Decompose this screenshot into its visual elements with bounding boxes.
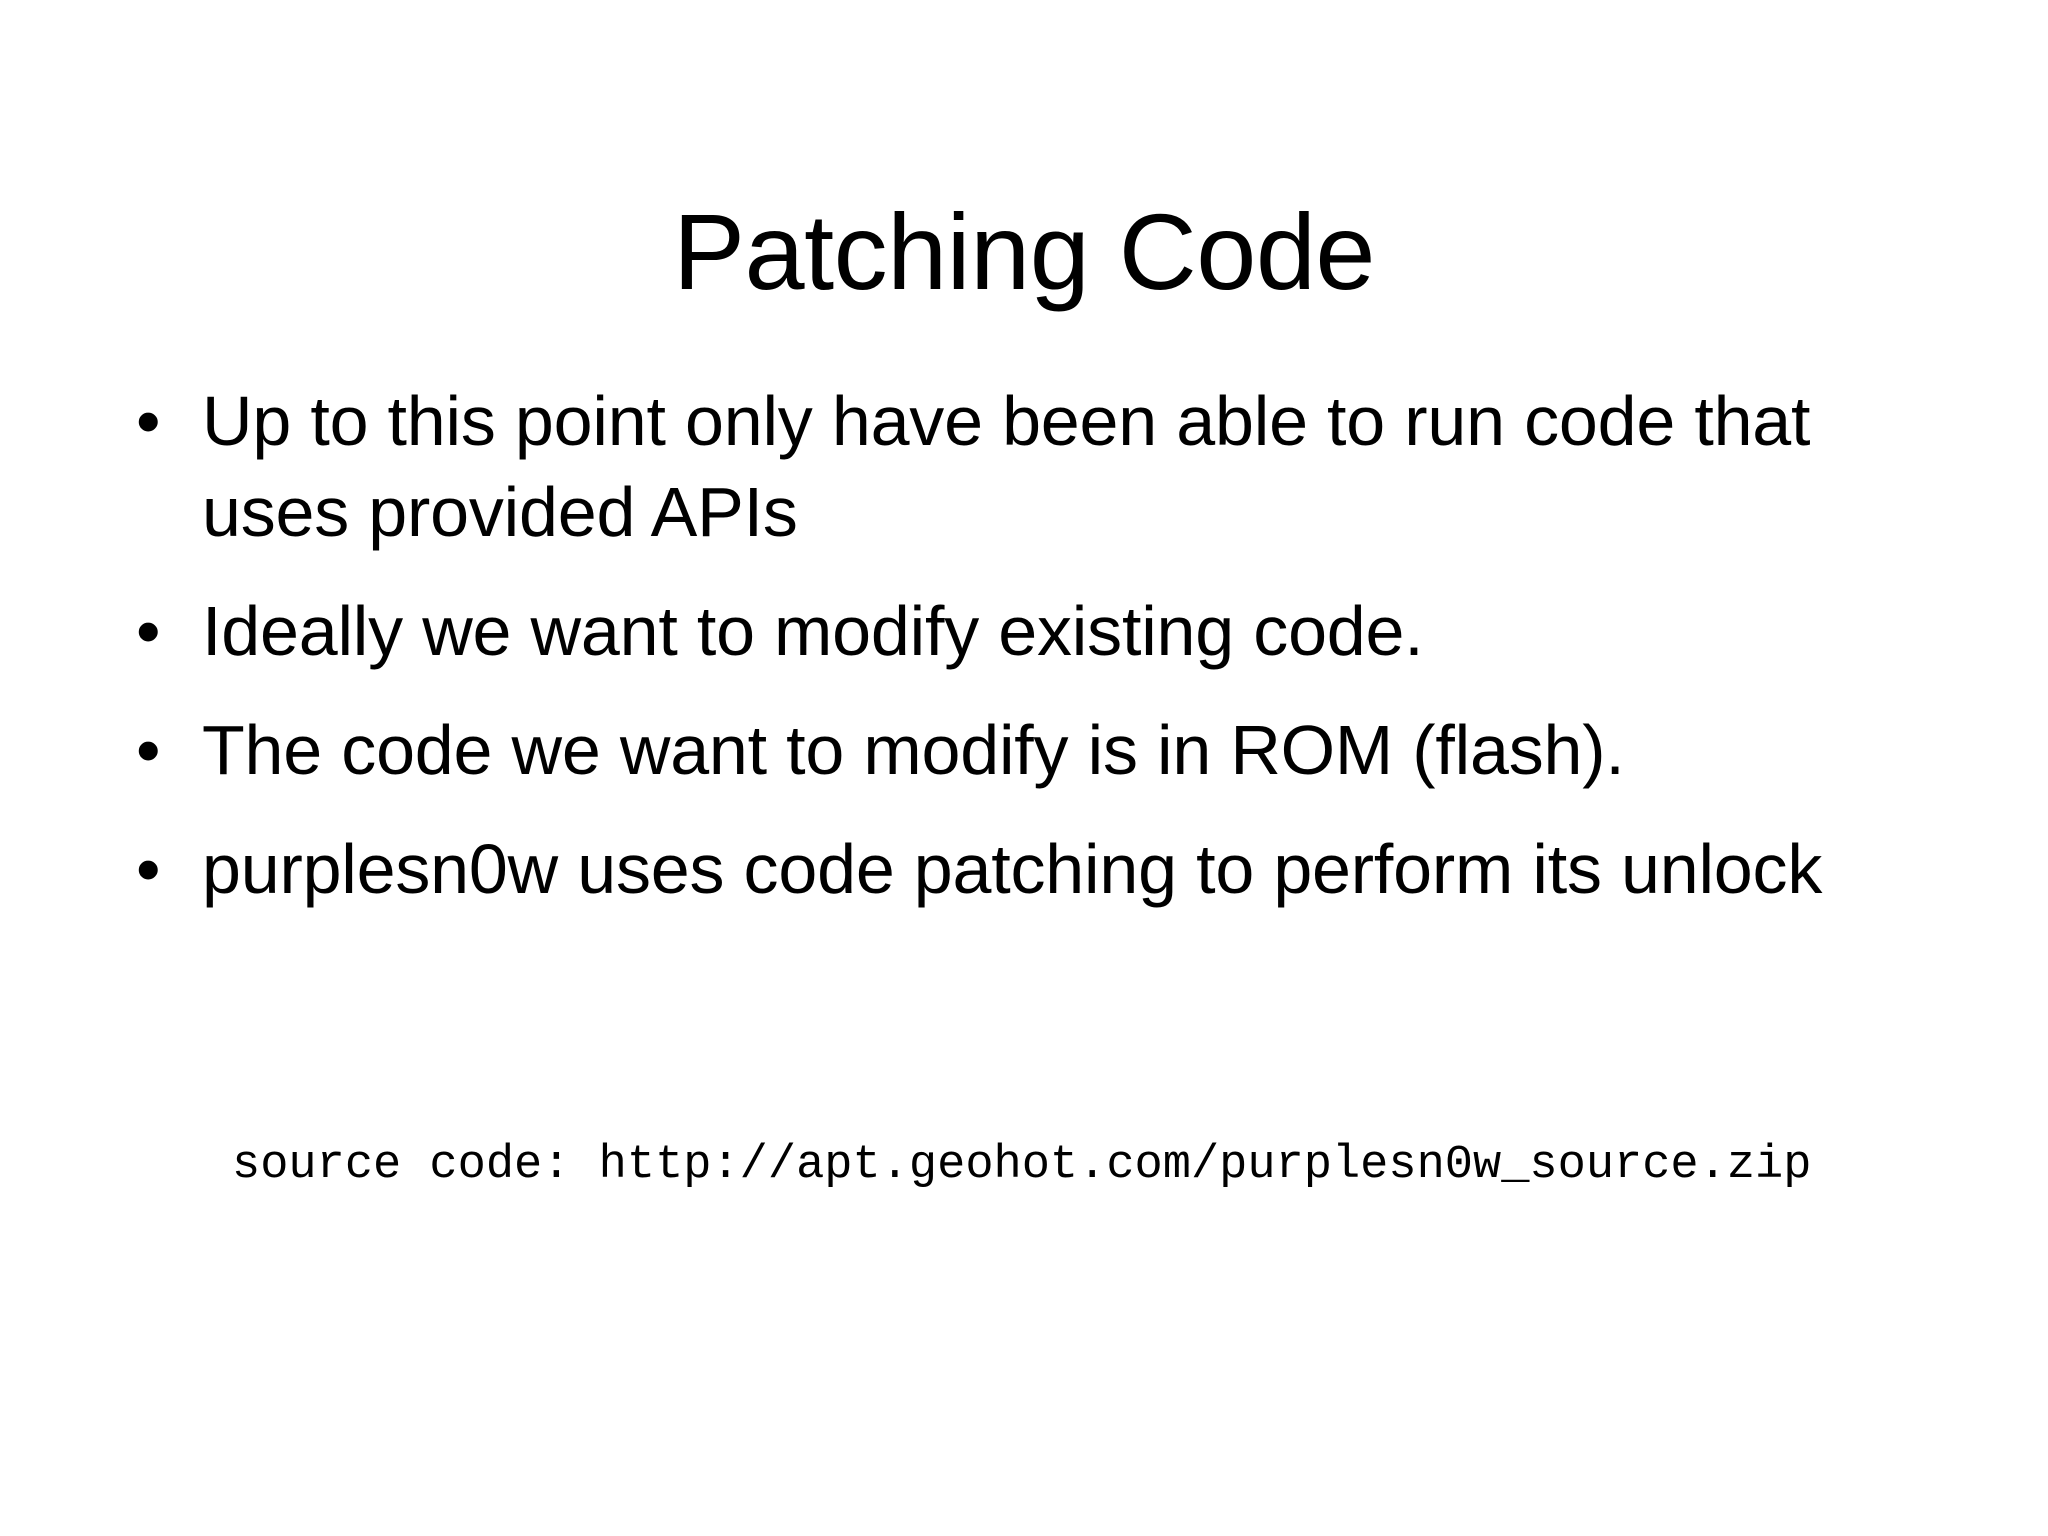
bullet-list-item: • Up to this point only have been able t… bbox=[118, 376, 1958, 558]
bullet-list-item-label: Ideally we want to modify existing code. bbox=[202, 592, 1424, 670]
slide-title: Patching Code bbox=[673, 191, 1376, 313]
source-code-url-note: source code: http://apt.geohot.com/purpl… bbox=[232, 1139, 1812, 1192]
bullet-list-item-label: purplesn0w uses code patching to perform… bbox=[202, 830, 1823, 908]
bullet-point-icon: • bbox=[136, 830, 161, 908]
bullet-list-item: • The code we want to modify is in ROM (… bbox=[118, 705, 1958, 796]
bullet-point-icon: • bbox=[136, 711, 161, 789]
bullet-point-icon: • bbox=[136, 592, 161, 670]
bullet-list-item: • Ideally we want to modify existing cod… bbox=[118, 586, 1958, 677]
bullet-list-item-label: Up to this point only have been able to … bbox=[202, 382, 1811, 551]
bullet-list-item: • purplesn0w uses code patching to perfo… bbox=[118, 824, 1958, 915]
bullet-list-item-label: The code we want to modify is in ROM (fl… bbox=[202, 711, 1625, 789]
slide-body-bullet-list: • Up to this point only have been able t… bbox=[118, 376, 1958, 915]
bullet-point-icon: • bbox=[136, 382, 161, 460]
